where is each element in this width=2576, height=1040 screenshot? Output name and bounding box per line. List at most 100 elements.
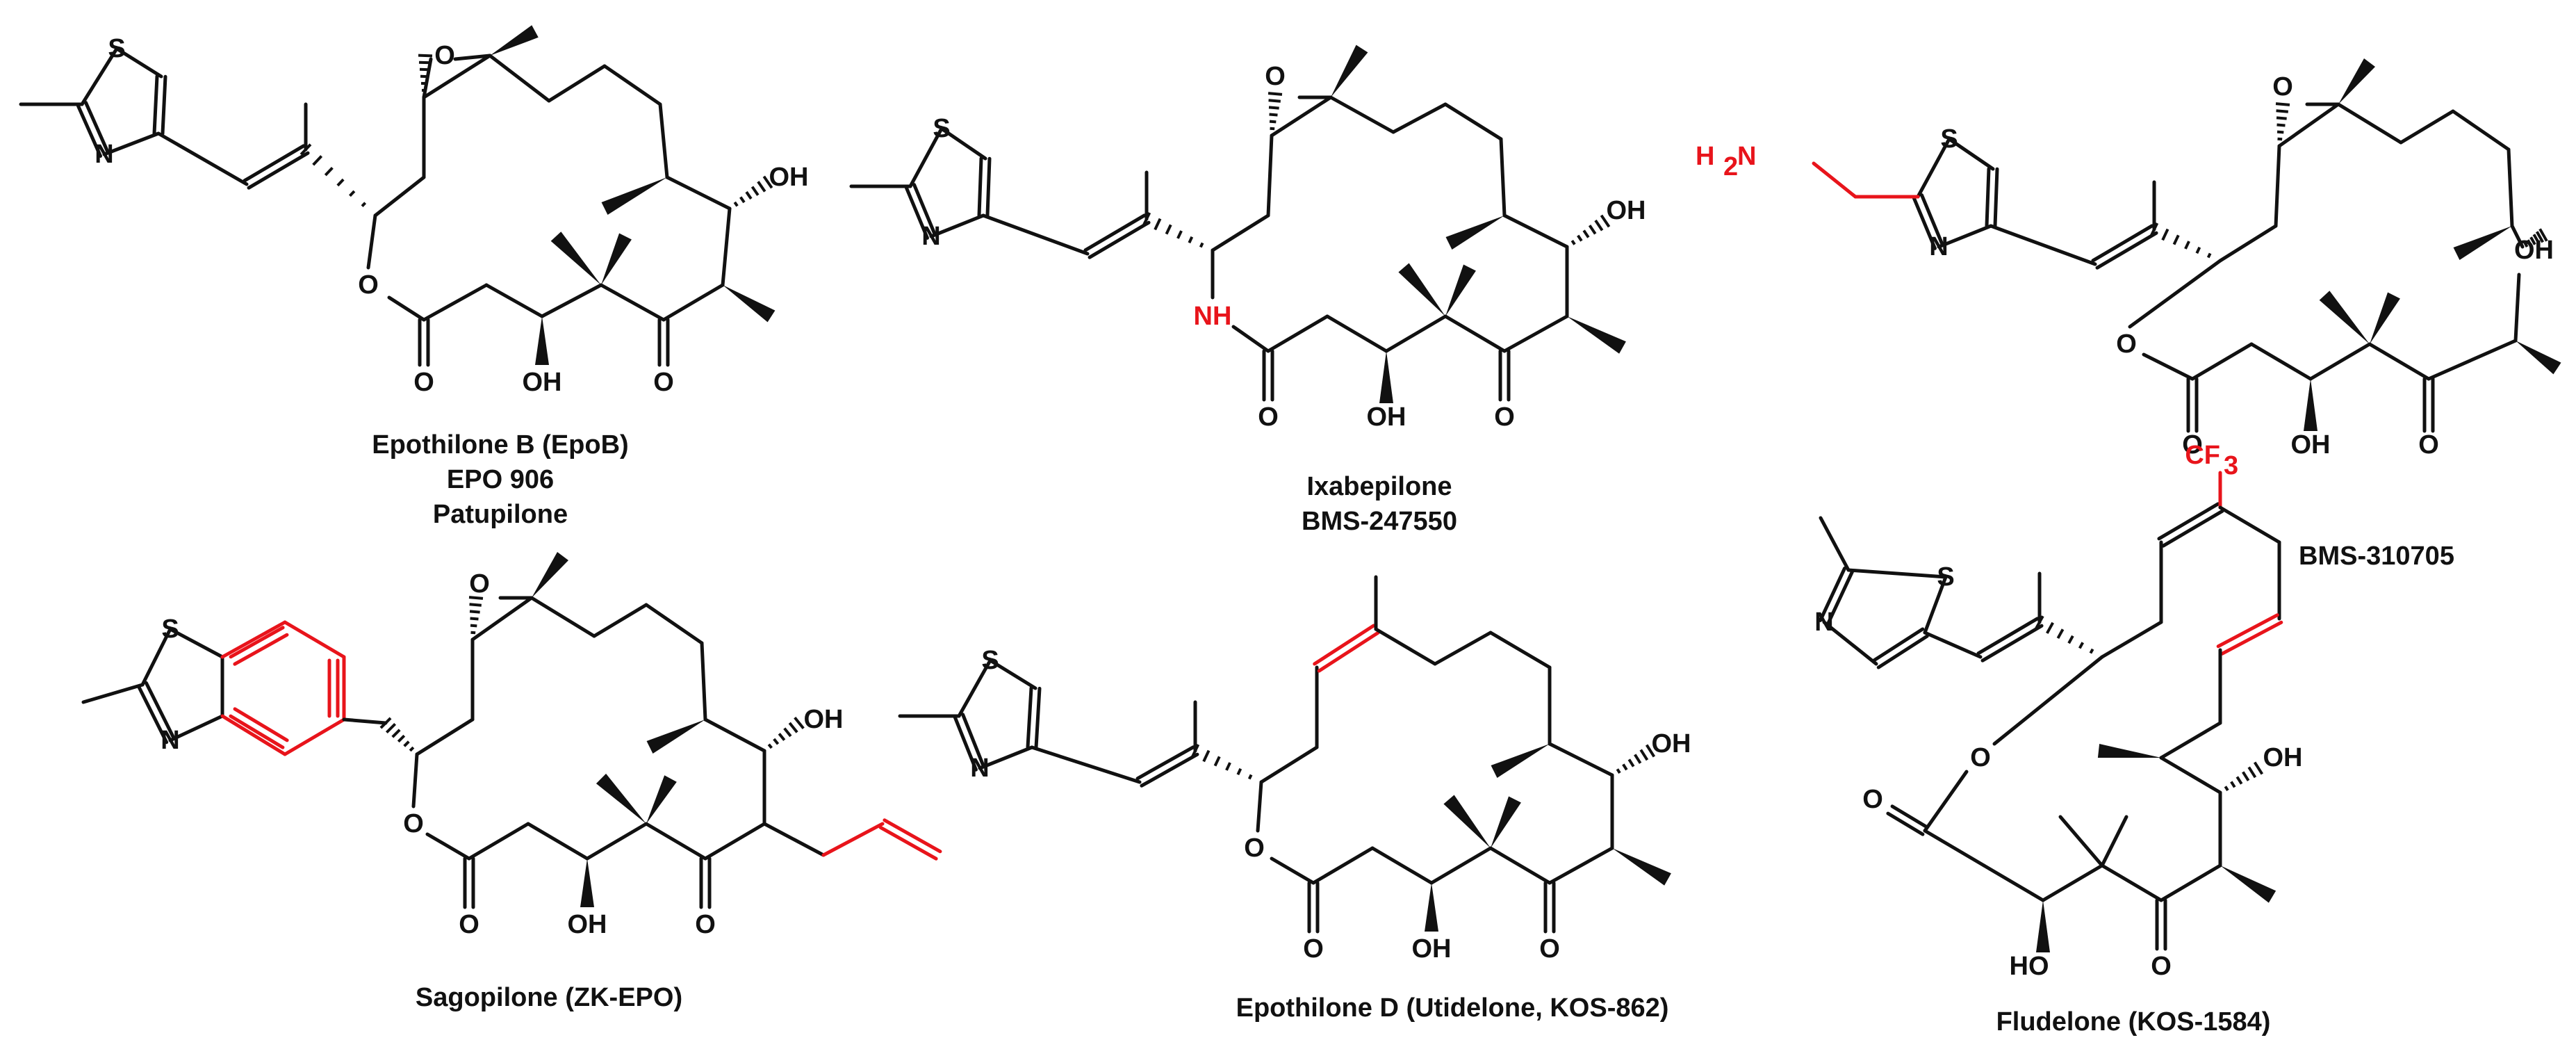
alkene-bond (2220, 620, 2283, 656)
double-bond (1026, 686, 1033, 749)
ester-oxygen: O (1970, 743, 1991, 772)
ketone-oxygen: O (2151, 952, 2172, 981)
bond (981, 213, 1090, 256)
wedge-bond (550, 231, 601, 285)
nitrogen-atom: N (970, 754, 989, 783)
methyl-bond (1819, 516, 1851, 572)
double-bond (1920, 193, 1945, 247)
hashed-bond (1142, 212, 1204, 248)
nitrogen-atom: N (1814, 608, 1833, 637)
wedge-bond (601, 233, 632, 285)
bond (1231, 325, 1270, 353)
sulfur-atom: S (161, 615, 179, 644)
double-bond (137, 685, 169, 745)
benzo-ring-bond (233, 707, 289, 742)
wedge-bond (2097, 744, 2161, 758)
wedge-bond (646, 720, 705, 754)
bond (1982, 863, 2045, 902)
bond (484, 283, 544, 318)
bond (2507, 147, 2514, 228)
bond (1384, 314, 1447, 353)
compound-name: BMS-247550 (1302, 507, 1457, 536)
bond (1548, 846, 1614, 885)
bond (2058, 815, 2104, 868)
double-bond (161, 74, 167, 136)
bond (940, 127, 987, 161)
bond (1443, 102, 1503, 141)
bond (599, 283, 666, 322)
bond (2190, 342, 2254, 381)
bond (2142, 352, 2194, 381)
hashed-bond (300, 143, 367, 207)
benzo-ring-bond (220, 620, 287, 659)
hydroxyl-label: OH (568, 910, 607, 939)
amine-label-subscript: 2 (1723, 152, 1738, 181)
double-bond (2157, 502, 2220, 541)
bond (2274, 144, 2281, 228)
hydroxyl-label: OH (2291, 430, 2331, 460)
double-bond (2091, 224, 2154, 263)
hashed-bond (468, 596, 484, 635)
hashed-bond (767, 716, 805, 749)
sulfur-atom: S (933, 114, 950, 143)
bond (547, 64, 607, 103)
bond (644, 822, 707, 861)
double-bond (1985, 167, 1991, 228)
bond (411, 752, 419, 809)
carbonyl-oxygen: O (1258, 403, 1279, 432)
compound-name: Patupilone (433, 500, 568, 529)
compound-name: Epothilone B (EpoB) (372, 430, 628, 460)
bond (156, 131, 249, 186)
bond (1937, 224, 1993, 249)
carbonyl-oxygen: O (2182, 430, 2203, 460)
double-bond (904, 186, 929, 240)
double-bond (243, 144, 306, 183)
bond (1211, 213, 1270, 252)
benzo-ring-bond (283, 717, 346, 756)
double-bond (953, 715, 978, 772)
bond (1923, 829, 1986, 868)
benzo-ring-bond (229, 626, 285, 659)
double-bond (912, 183, 937, 237)
benzo-ring-bond (233, 633, 289, 666)
bond (115, 47, 163, 79)
bond (665, 175, 732, 211)
bond (2100, 620, 2163, 659)
hydroxyl-label: OH (1607, 196, 1646, 225)
double-bond (1083, 213, 1147, 252)
bond (1822, 620, 1878, 666)
compound-name: Epothilone D (Utidelone, KOS-862) (1236, 993, 1669, 1023)
bond (1259, 745, 1319, 784)
hashed-bond (1616, 744, 1656, 774)
bond (168, 627, 224, 659)
allyl-bond (883, 818, 942, 854)
double-bond (76, 104, 103, 158)
bond (1923, 770, 1969, 833)
hashed-bond (1268, 92, 1283, 131)
ester-oxygen: O (1244, 834, 1265, 863)
bond (2368, 342, 2431, 381)
wedge-bond (2319, 291, 2370, 344)
wedge-bond (596, 773, 646, 824)
alkene-bond (1313, 624, 1376, 666)
bond (762, 822, 826, 857)
bond (1374, 627, 1437, 666)
double-bond (83, 101, 110, 155)
wedge-bond (1445, 264, 1476, 316)
bond (102, 131, 161, 156)
allyl-bond (821, 822, 885, 857)
benzo-ring-bond (220, 714, 287, 756)
bond (2399, 109, 2455, 145)
bond (2100, 815, 2128, 868)
cf3-label-subscript: 3 (2224, 451, 2238, 480)
aminomethyl-bond (1812, 161, 1857, 199)
wedge-bond (2304, 379, 2317, 431)
bond (453, 54, 492, 61)
compound-name: Fludelone (KOS-1584) (1996, 1007, 2271, 1037)
cf3-label: CF (2185, 441, 2220, 470)
hashed-bond (2149, 222, 2212, 259)
carbonyl-oxygen: O (1303, 934, 1324, 964)
bond (1270, 95, 1333, 138)
compound-name: Ixabepilone (1306, 472, 1452, 501)
